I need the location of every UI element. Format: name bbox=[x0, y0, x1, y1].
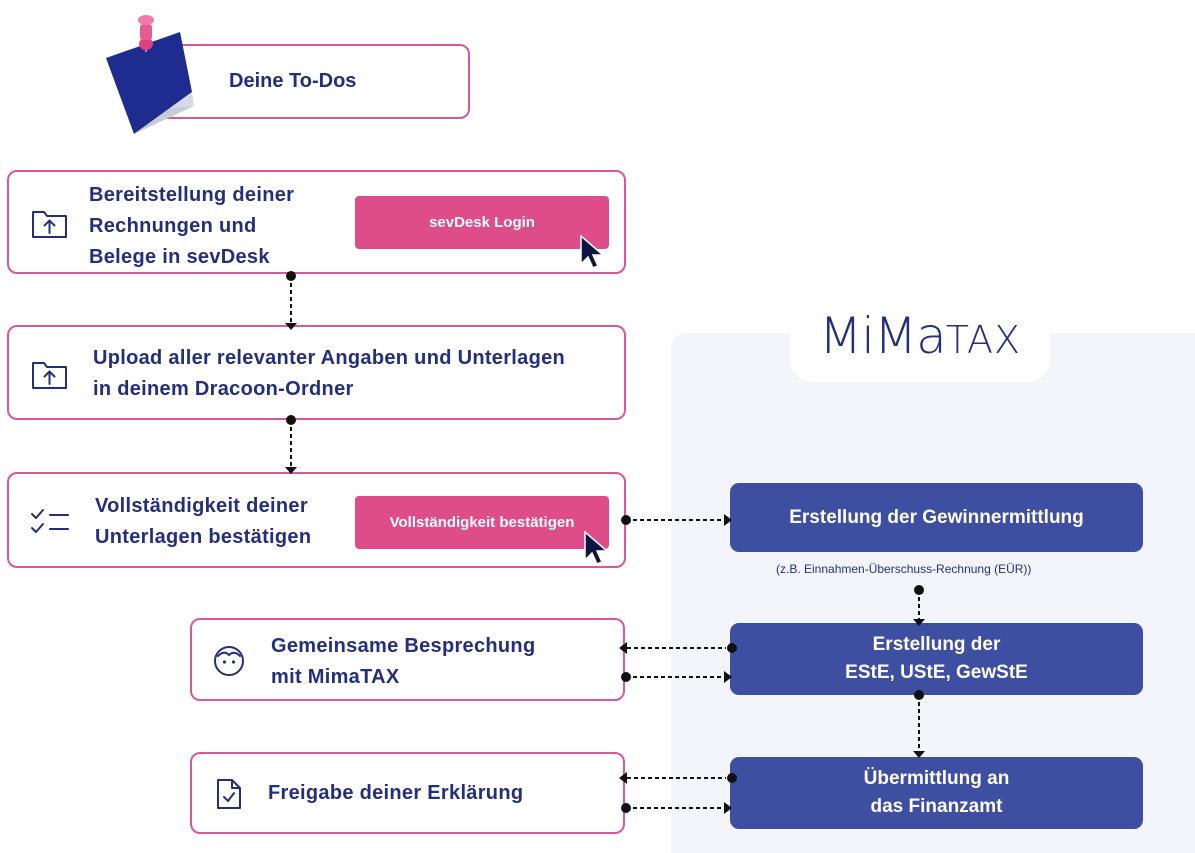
folder-upload-icon bbox=[30, 206, 70, 240]
confirm-completeness-button[interactable]: Vollständigkeit bestätigen bbox=[355, 496, 609, 549]
sevdesk-login-button[interactable]: sevDesk Login bbox=[355, 196, 609, 249]
mimatax-logo: MiMaTAX bbox=[818, 307, 1022, 365]
step-card-release bbox=[190, 752, 625, 834]
folder-upload-icon bbox=[30, 357, 70, 391]
cursor-icon bbox=[583, 530, 611, 566]
cursor-icon bbox=[579, 234, 607, 270]
step-card-dracoon bbox=[7, 325, 626, 420]
step-card-meeting bbox=[190, 618, 625, 701]
page-title: Deine To-Dos bbox=[229, 70, 357, 92]
logo-tab bbox=[790, 290, 1050, 382]
face-icon bbox=[212, 644, 246, 678]
document-check-icon bbox=[215, 777, 243, 811]
process-caption-profit: (z.B. Einnahmen-Überschuss-Rechnung (EÜR… bbox=[776, 562, 1032, 576]
process-box-profit: Erstellung der Gewinnermittlung bbox=[730, 483, 1143, 552]
step-label-release: Freigabe deiner Erklärung bbox=[268, 782, 524, 804]
step-label-dracoon: Upload aller relevanter Angaben und Unte… bbox=[93, 347, 566, 400]
sticky-note-icon bbox=[84, 10, 204, 135]
checklist-icon bbox=[28, 506, 72, 536]
